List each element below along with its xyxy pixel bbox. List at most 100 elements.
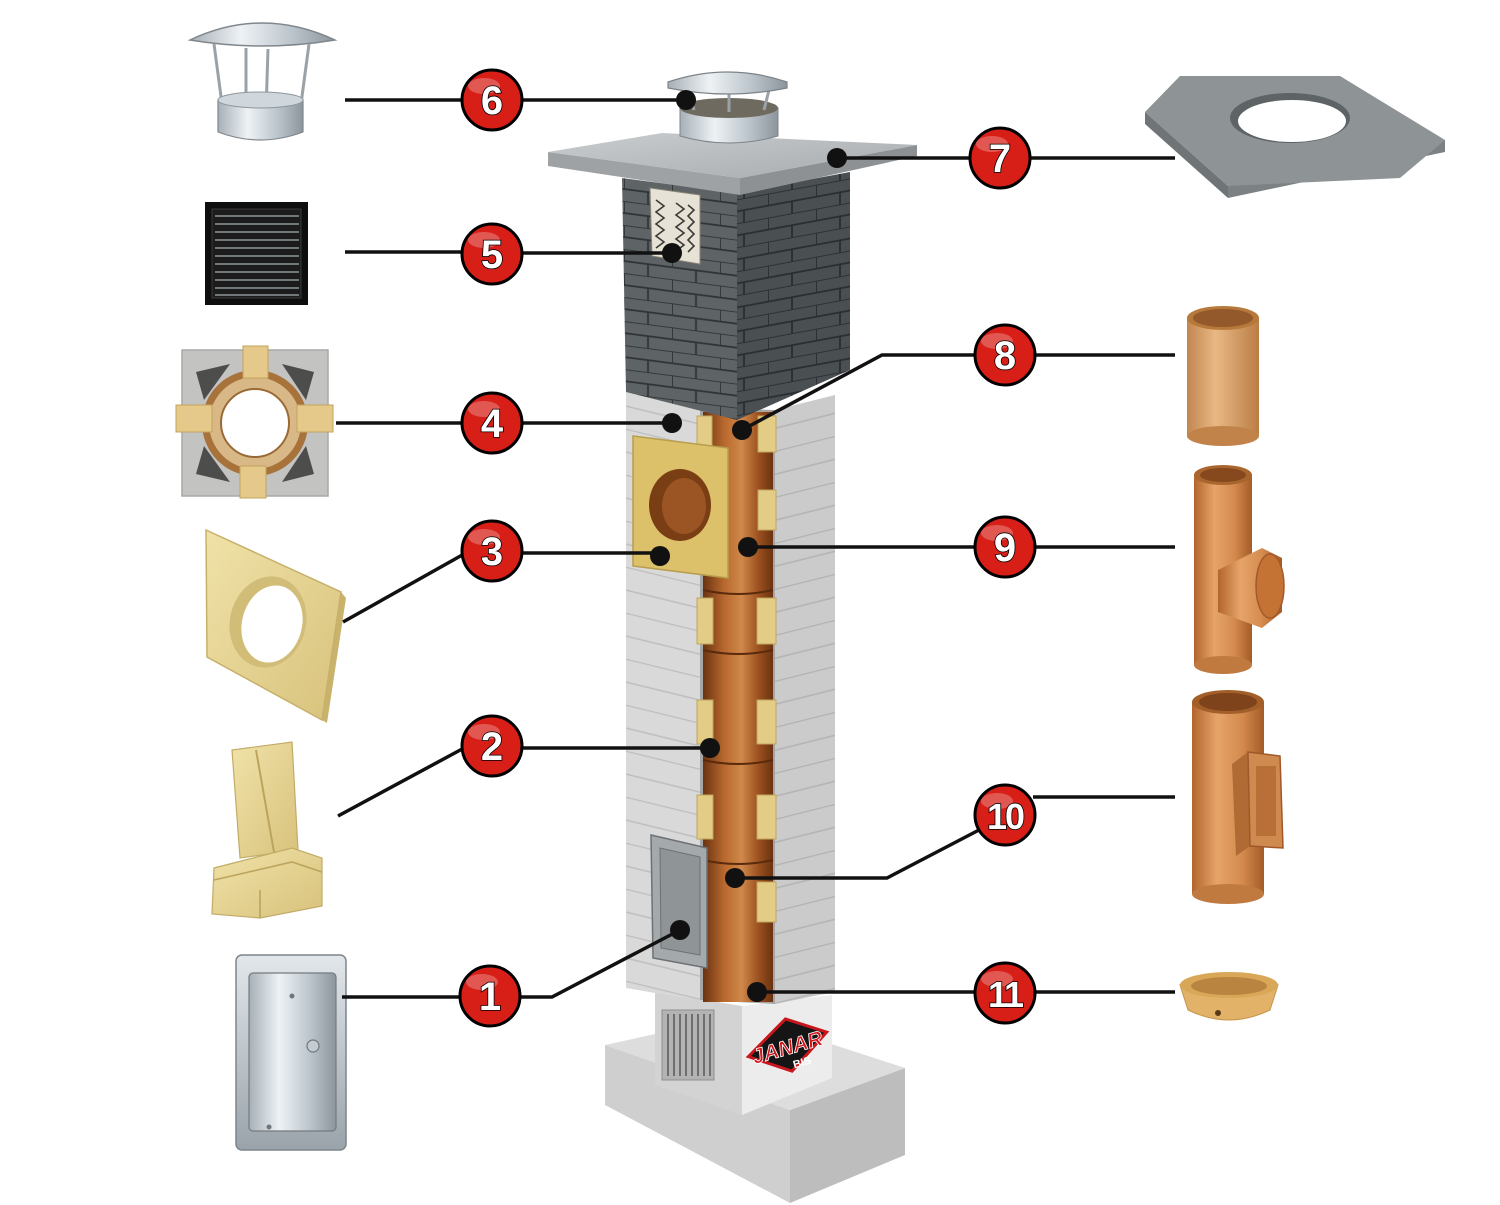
callout-number: 1 bbox=[479, 975, 501, 1019]
spacer bbox=[756, 881, 777, 923]
callout-circle bbox=[973, 961, 1037, 1025]
pipe-bottom bbox=[1187, 426, 1259, 446]
foundation-right-face bbox=[790, 1068, 905, 1203]
leader-line-5 bbox=[345, 250, 672, 255]
callout-highlight bbox=[468, 232, 500, 248]
callout-3: 3 bbox=[460, 519, 524, 583]
endpoint-dot-5 bbox=[662, 243, 682, 263]
callout-number: 9 bbox=[994, 526, 1016, 570]
spacer bbox=[756, 794, 777, 840]
callout-highlight bbox=[468, 529, 500, 545]
endpoint-dot-2 bbox=[700, 738, 720, 758]
callout-highlight bbox=[976, 136, 1008, 152]
wool-block-flat bbox=[211, 847, 323, 919]
pipe-opening bbox=[1193, 309, 1253, 327]
cap-top-face bbox=[548, 133, 917, 178]
spacer bbox=[756, 699, 777, 745]
chimney-assembly: JANAR BIS bbox=[548, 71, 917, 1203]
spacer-right bbox=[296, 404, 334, 433]
block-voids bbox=[196, 364, 314, 482]
flue-joints bbox=[702, 589, 774, 865]
callout-10: 10 bbox=[973, 783, 1037, 847]
spacer bbox=[757, 489, 777, 531]
leader-line-2 bbox=[337, 746, 710, 818]
leader-lines bbox=[336, 98, 1175, 999]
endpoint-dot-8 bbox=[732, 420, 752, 440]
door-screw bbox=[266, 1124, 272, 1130]
brick-left-face bbox=[622, 178, 737, 420]
callout-9: 9 bbox=[973, 515, 1037, 579]
insulation-plate-product bbox=[205, 528, 346, 723]
cleanout-door-panel bbox=[659, 847, 701, 956]
chimney-right-face bbox=[775, 395, 835, 1004]
rain-cap-posts bbox=[212, 43, 311, 113]
door-knob bbox=[306, 1039, 320, 1053]
callout-number: 3 bbox=[481, 530, 503, 574]
pipe-body bbox=[1187, 318, 1259, 436]
condensate-cup-product bbox=[1179, 972, 1279, 1021]
callout-circle bbox=[460, 519, 524, 583]
chimney-connector-plate bbox=[632, 435, 729, 579]
inspection-inlet-side bbox=[1232, 752, 1250, 856]
callout-circle bbox=[968, 126, 1032, 190]
spacer bbox=[696, 699, 714, 745]
callout-8: 8 bbox=[973, 323, 1037, 387]
endpoint-dot-4 bbox=[662, 413, 682, 433]
spacer-top bbox=[242, 345, 269, 379]
tee-connector-product bbox=[1194, 465, 1285, 674]
callout-number: 8 bbox=[994, 334, 1016, 378]
callout-number: 4 bbox=[481, 402, 504, 446]
base-module: JANAR BIS bbox=[655, 992, 832, 1115]
flue-pipe-product bbox=[1187, 306, 1259, 446]
inspection-top-opening bbox=[1199, 693, 1257, 711]
cover-plate-product bbox=[1145, 76, 1445, 198]
spacer-bottom bbox=[239, 465, 267, 499]
callout-highlight bbox=[468, 401, 500, 417]
rain-cap-collar-rim bbox=[217, 91, 304, 109]
door-panel bbox=[248, 972, 337, 1132]
door-screw bbox=[289, 993, 295, 999]
tee-branch-opening bbox=[1255, 553, 1285, 619]
grille-louvers bbox=[215, 215, 299, 296]
callout-5: 5 bbox=[460, 222, 524, 286]
callout-circle bbox=[973, 515, 1037, 579]
callout-7: 7 bbox=[968, 126, 1032, 190]
spacer-left bbox=[175, 404, 213, 433]
tee-bottom bbox=[1194, 656, 1252, 674]
cover-plate-hole-inner bbox=[1238, 100, 1346, 142]
callout-number: 5 bbox=[481, 233, 503, 277]
endpoint-dot-7 bbox=[827, 148, 847, 168]
rain-cap-hat bbox=[187, 22, 338, 47]
callout-circle bbox=[458, 964, 522, 1028]
callout-highlight bbox=[468, 724, 500, 740]
rain-cap-product bbox=[187, 22, 338, 141]
endpoint-dot-3 bbox=[650, 546, 670, 566]
wool-cut-line bbox=[255, 749, 275, 853]
callout-11: 11 bbox=[973, 961, 1037, 1025]
callout-6: 6 bbox=[460, 68, 524, 132]
cup-drain-hole bbox=[1215, 1010, 1221, 1016]
spacer bbox=[696, 597, 714, 645]
ventilation-grate-slots bbox=[667, 1014, 711, 1076]
cup-inside bbox=[1191, 977, 1267, 995]
leader-endpoints bbox=[650, 90, 847, 1002]
callout-highlight bbox=[981, 333, 1013, 349]
callout-circle bbox=[460, 68, 524, 132]
endpoint-dot-1 bbox=[670, 920, 690, 940]
inspection-inlet-recess bbox=[1256, 766, 1276, 836]
chimney-rain-cap-collar bbox=[679, 107, 779, 144]
insulation-spacers bbox=[696, 415, 777, 923]
grille-inner bbox=[211, 208, 302, 299]
spacer bbox=[756, 597, 777, 645]
endpoint-dot-6 bbox=[676, 90, 696, 110]
callout-circle bbox=[460, 222, 524, 286]
callout-highlight bbox=[981, 793, 1013, 809]
callout-highlight bbox=[981, 971, 1013, 987]
logo-emblem bbox=[745, 1017, 830, 1073]
endpoint-dot-9 bbox=[738, 537, 758, 557]
callout-circle bbox=[973, 323, 1037, 387]
callout-highlight bbox=[981, 525, 1013, 541]
callout-number: 10 bbox=[987, 796, 1024, 837]
callout-1: 1 bbox=[458, 964, 522, 1028]
